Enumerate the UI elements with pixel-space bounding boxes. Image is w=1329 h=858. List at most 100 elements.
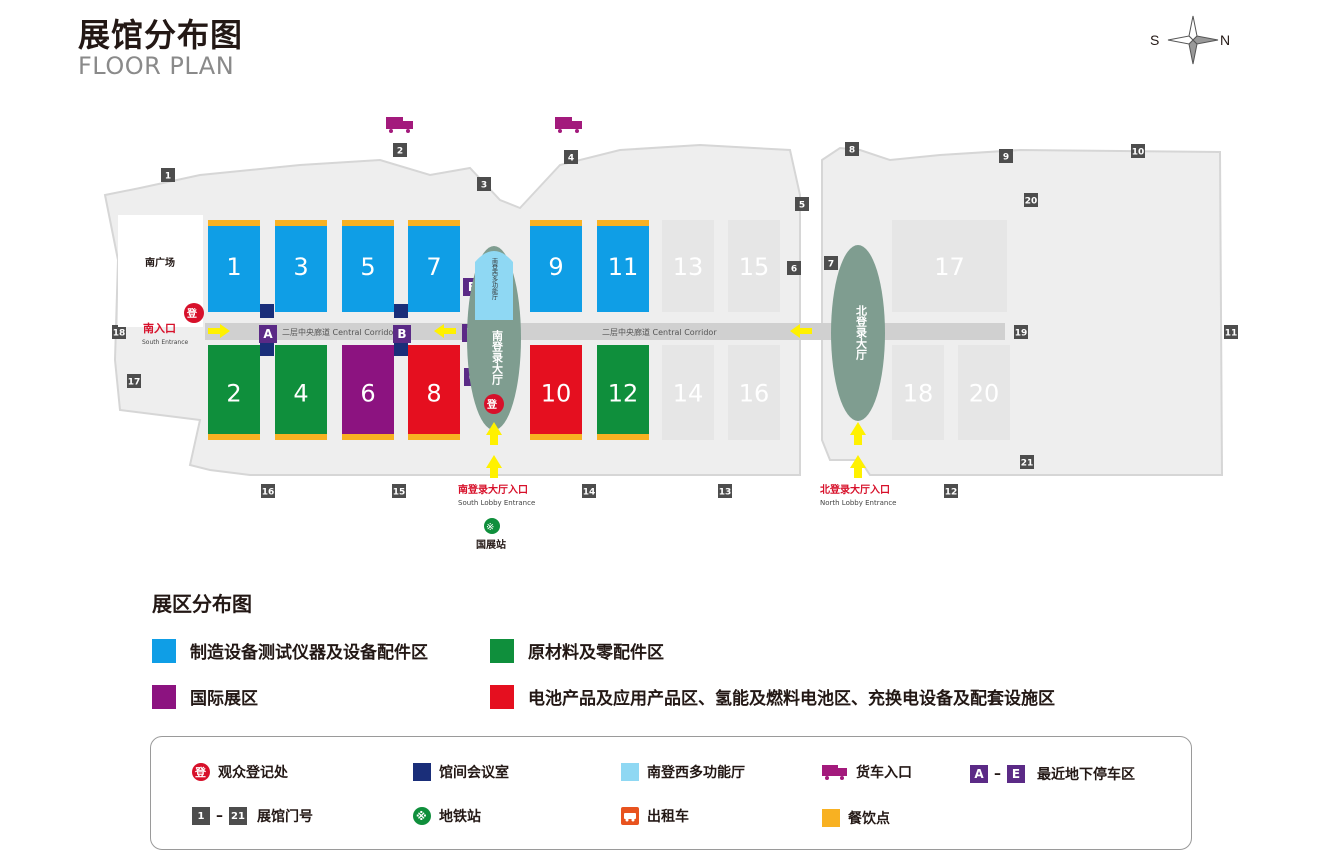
gate-6: 6 [787,261,801,275]
north-lobby-entrance-label-en: North Lobby Entrance [820,499,896,507]
registration-glyph: 登 [194,765,207,779]
gate-number-from: 1 [192,807,210,825]
gate-17: 17 [127,374,141,388]
zone-swatch [152,638,176,663]
gate-21: 21 [1020,455,1034,469]
hall-2: 2 [208,345,260,440]
key-label: 观众登记处 [218,765,288,781]
gate-10: 10 [1131,144,1145,158]
hall-number: 16 [739,380,770,408]
dining-strip [530,434,582,440]
zone-label: 电池产品及应用产品区、氢能及燃料电池区、充换电设备及配套设施区 [528,689,1055,709]
hall-number: 7 [426,253,441,281]
gate-3: 3 [477,177,491,191]
truck-icon [386,117,413,133]
parking-range-dash: – [994,766,1001,782]
gate-number: 8 [849,146,855,156]
gate-1: 1 [161,168,175,182]
gate-number: 20 [1025,197,1038,207]
gate-13: 13 [718,484,732,498]
multi-function-hall-icon [621,763,639,781]
north-lobby-label: 北登录大厅 [855,304,869,361]
hall-15: 15 [728,220,780,312]
gate-number: 14 [583,488,596,498]
gate-number: 7 [828,260,834,270]
dining-strip [275,434,327,440]
key-truck-entrance: 货车入口 [822,762,912,782]
gate-number: 5 [799,201,805,211]
metro-glyph: ※ [416,810,427,823]
hall-number: 5 [360,253,375,281]
gate-18: 18 [112,325,126,339]
key-label: 餐饮点 [848,811,890,827]
registration-icon: 登 [192,763,210,781]
meeting-room [394,304,408,318]
gate-7: 7 [824,256,838,270]
hall-6: 6 [342,345,394,440]
gate-8: 8 [845,142,859,156]
corridor-label-north: 二层中央廊道 Central Corridor [602,327,717,337]
hall-12: 12 [597,345,649,440]
hall-9: 9 [530,220,582,312]
key-label: 出租车 [647,809,689,825]
north-lobby-entrance-label: 北登录大厅入口 [820,483,890,496]
gate-16: 16 [261,484,275,498]
gate-range-dash: – [216,808,223,824]
meeting-room [394,342,408,356]
hall-number: 9 [548,253,563,281]
hall-number: 2 [226,380,241,408]
page-title: 展馆分布图 [78,16,244,54]
parking-letter-to: E [1007,765,1025,783]
zone-legend-title: 展区分布图 [152,592,252,616]
south-lobby-label: 南登录大厅 [491,329,505,386]
dining-strip [208,220,260,226]
south-lobby-entrance-label: 南登录大厅入口 [458,483,528,496]
gate-number: 6 [791,265,797,275]
key-label: 馆间会议室 [439,765,509,781]
dining-strip [597,220,649,226]
dining-strip [530,220,582,226]
hall-1: 1 [208,220,260,312]
zone-swatch [490,638,514,663]
zone-legend-battery: 电池产品及应用产品区、氢能及燃料电池区、充换电设备及配套设施区 [490,684,1055,709]
gate-19: 19 [1014,325,1028,339]
south-plaza-label: 南广场 [145,256,175,269]
taxi-icon [621,807,639,825]
hall-11: 11 [597,220,649,312]
gate-number: 4 [568,154,574,164]
registration-glyph: 登 [486,398,498,411]
zone-legend-international: 国际展区 [152,684,258,709]
gate-5: 5 [795,197,809,211]
hall-number: 3 [293,253,308,281]
hall-number: 4 [293,380,308,408]
symbol-key-box [150,736,1192,850]
key-meeting-room: 馆间会议室 [413,762,509,782]
zone-swatch [490,684,514,709]
gate-number: 19 [1015,329,1028,339]
parking-A: A [259,325,277,343]
hall-7: 7 [408,220,460,312]
gate-number: 10 [1132,148,1145,158]
south-entrance-label: 南入口 [143,321,176,335]
parking-B: B [393,325,411,343]
dining-strip [597,434,649,440]
gate-number: 9 [1003,153,1009,163]
meeting-room [260,342,274,356]
dining-strip [275,220,327,226]
dining-strip [408,220,460,226]
gate-number: 13 [719,488,732,498]
gate-number: 2 [397,147,403,157]
gate-number: 17 [128,378,141,388]
gate-15: 15 [392,484,406,498]
hall-17: 17 [892,220,1007,312]
gate-number: 18 [113,329,126,339]
zone-legend-manufacturing: 制造设备测试仪器及设备配件区 [152,638,428,663]
hall-20: 20 [958,345,1010,440]
key-label: 最近地下停车区 [1037,767,1135,783]
hall-number: 13 [673,253,704,281]
gate-20: 20 [1024,193,1038,207]
zone-label: 国际展区 [190,689,258,709]
gate-number-to: 21 [229,807,247,825]
compass-south-label: S [1150,32,1159,48]
hall-18: 18 [892,345,944,440]
